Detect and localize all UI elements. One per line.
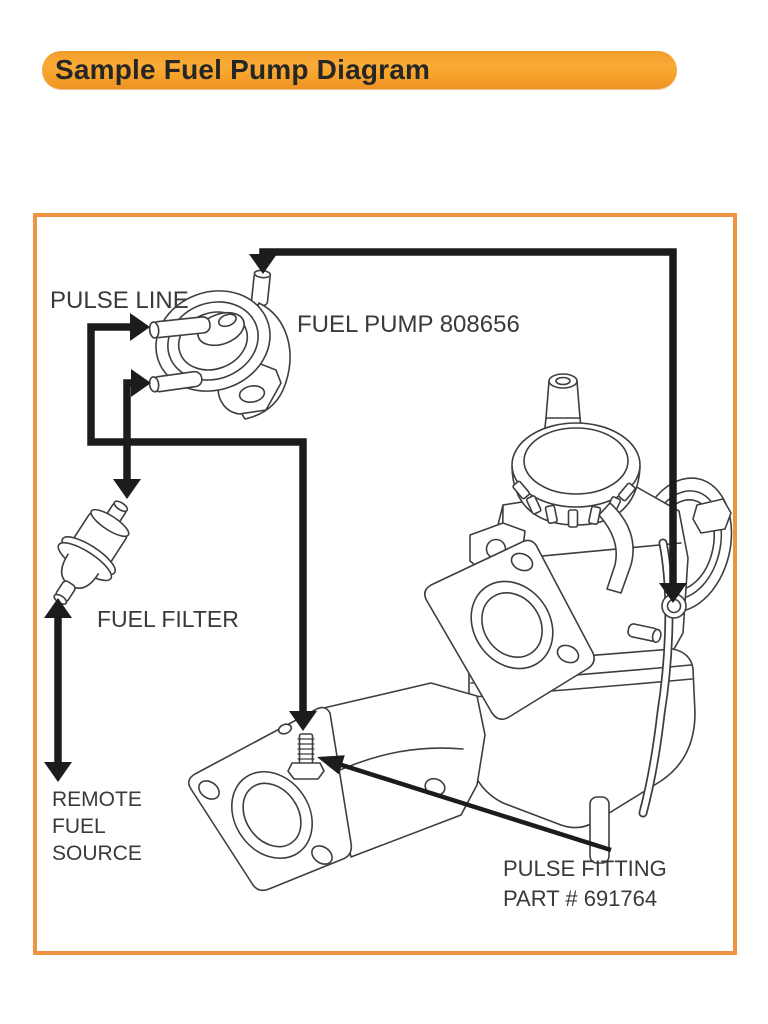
fuel-filter-label: FUEL FILTER <box>97 606 239 633</box>
flow-line-pump-to-filter <box>113 369 151 499</box>
pulse-fitting-line-1: PULSE FITTING <box>503 856 667 881</box>
remote-fuel-source-label: REMOTE FUEL SOURCE <box>52 786 142 867</box>
intake-manifold-drawing <box>187 682 486 892</box>
flow-line-remote-fuel-source <box>44 598 72 782</box>
fuel-filter-drawing <box>53 500 130 605</box>
fuel-pump-label-text: FUEL PUMP 808656 <box>297 311 520 338</box>
remote-fuel-source-line-3: SOURCE <box>52 842 142 865</box>
diagram-box: PULSE LINE FUEL PUMP 808656 FUEL FILTER … <box>33 213 737 955</box>
pulse-fitting-leader-line <box>317 755 612 853</box>
pulse-fitting-line-2: PART # 691764 <box>503 886 658 911</box>
flow-line-pump-to-carb <box>249 248 687 603</box>
title-bar: Sample Fuel Pump Diagram <box>42 51 677 89</box>
flow-line-pulse-to-manifold <box>87 313 317 731</box>
fuel-pump-drawing <box>148 269 291 420</box>
fuel-filter-label-text: FUEL FILTER <box>97 606 239 632</box>
page-title: Sample Fuel Pump Diagram <box>55 54 431 85</box>
pulse-line-label: PULSE LINE <box>50 287 189 315</box>
remote-fuel-source-line-2: FUEL <box>52 815 106 838</box>
pulse-fitting-label: PULSE FITTING PART # 691764 <box>503 854 667 914</box>
remote-fuel-source-line-1: REMOTE <box>52 788 142 811</box>
pulse-fitting-screw <box>287 733 325 780</box>
pulse-line-label-text: PULSE LINE <box>50 287 189 314</box>
diagram-canvas <box>44 248 733 892</box>
fuel-pump-label: FUEL PUMP 808656 <box>297 311 520 339</box>
carburetor-drawing <box>423 373 733 864</box>
